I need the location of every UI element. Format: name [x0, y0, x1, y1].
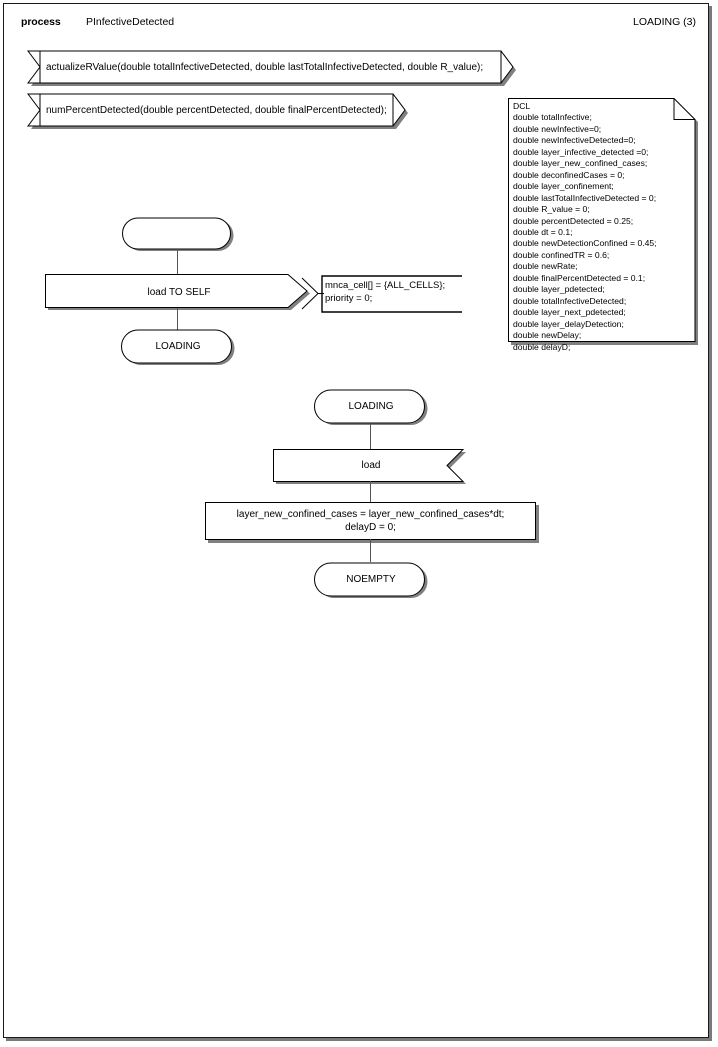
declaration-note[interactable]: DCL double totalInfective; double newInf…: [508, 98, 698, 352]
input-shape-load[interactable]: load: [273, 449, 469, 484]
state-shape-loading-2[interactable]: LOADING: [313, 389, 429, 429]
comment-box[interactable]: mnca_cell[] = {ALL_CELLS}; priority = 0;: [320, 275, 462, 313]
connector-line: [177, 249, 178, 275]
comment-leader-line: [300, 277, 324, 311]
state-shape-noempty[interactable]: NOEMPTY: [313, 562, 429, 602]
process-keyword: process: [21, 16, 61, 28]
task-shape[interactable]: layer_new_confined_cases = layer_new_con…: [205, 502, 542, 543]
procedure-call-shape-2[interactable]: numPercentDetected(double percentDetecte…: [16, 93, 408, 129]
page-title: PInfectiveDetected: [86, 16, 175, 28]
connector-line: [370, 481, 371, 503]
declaration-note-text: DCL double totalInfective; double newInf…: [513, 101, 657, 352]
output-shape-load-to-self[interactable]: load TO SELF: [45, 274, 313, 311]
page-reference: LOADING (3): [632, 16, 696, 28]
connector-line: [370, 424, 371, 450]
connector-line: [370, 539, 371, 562]
connector-line: [177, 308, 178, 330]
state-shape-empty[interactable]: [120, 217, 236, 254]
comment-box-text: mnca_cell[] = {ALL_CELLS}; priority = 0;: [325, 280, 446, 304]
state-shape-loading-1[interactable]: LOADING: [120, 329, 236, 369]
procedure-call-shape-1[interactable]: actualizeRValue(double totalInfectiveDet…: [16, 50, 516, 86]
